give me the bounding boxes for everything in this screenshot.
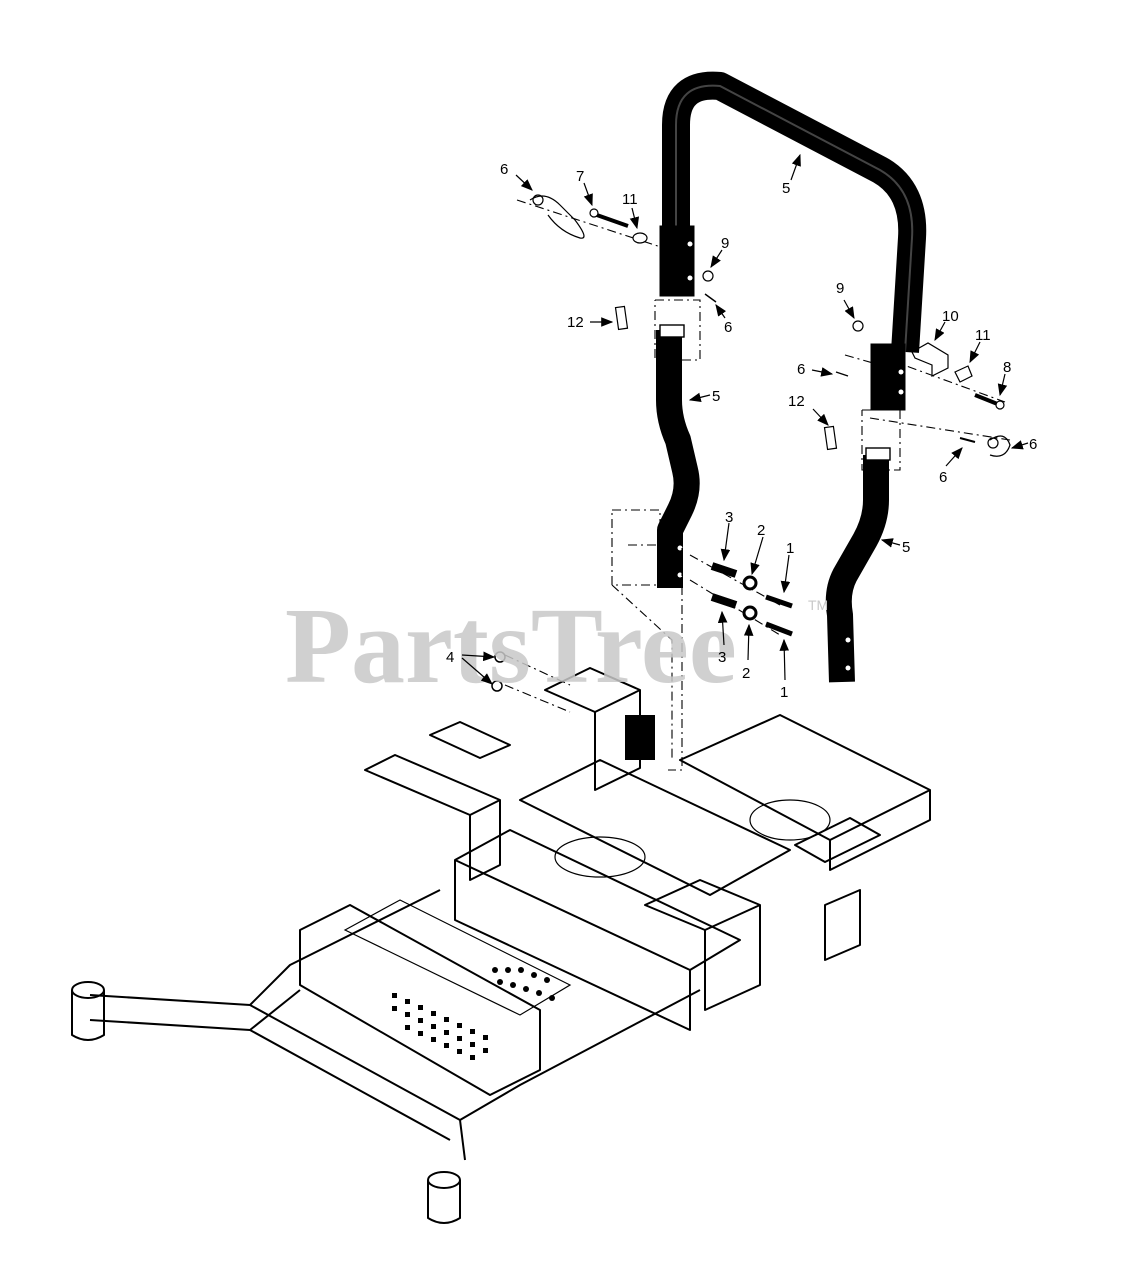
callout-2-upper: 2 (757, 522, 765, 539)
watermark-trademark: TM (808, 597, 828, 613)
callout-6-left-cotter: 6 (724, 319, 732, 336)
callout-5-right-tube: 5 (902, 539, 910, 556)
callout-6-right-cotter: 6 (797, 361, 805, 378)
callout-6-far-right: 6 (1029, 436, 1037, 453)
callout-11-right: 11 (975, 327, 991, 344)
callout-9-left: 9 (721, 235, 729, 252)
left-lower-roll-bar-tube (656, 324, 700, 588)
callout-6-lower-right: 6 (939, 469, 947, 486)
right-lower-roll-bar-tube (825, 447, 891, 683)
watermark-text: PartsTree (285, 587, 737, 706)
callout-5-upper-hoop: 5 (782, 180, 790, 197)
callout-3-upper: 3 (725, 509, 733, 526)
callout-10: 10 (942, 308, 959, 325)
callout-9-right: 9 (836, 280, 844, 297)
callout-6-top-left: 6 (500, 161, 508, 178)
callout-12-right: 12 (788, 393, 805, 410)
watermark: PartsTree TM (285, 587, 828, 706)
callout-12-left: 12 (567, 314, 584, 331)
upper-roll-bar-hoop (659, 71, 927, 411)
callout-11-left: 11 (622, 191, 638, 208)
callout-1-lower: 1 (780, 684, 788, 701)
callout-3-lower: 3 (718, 649, 726, 666)
hardware-parts (491, 194, 1011, 692)
callout-7: 7 (576, 168, 584, 185)
callout-labels: 1 1 2 2 3 3 4 5 5 5 6 6 6 6 6 7 8 9 9 10… (446, 161, 1037, 701)
callout-1-upper: 1 (786, 540, 794, 557)
callout-8: 8 (1003, 359, 1011, 376)
callout-leaders (461, 153, 1029, 685)
callout-5-left-tube: 5 (712, 388, 720, 405)
callout-2-lower: 2 (742, 665, 750, 682)
callout-4: 4 (446, 649, 454, 666)
mower-chassis-frame (71, 667, 931, 1224)
